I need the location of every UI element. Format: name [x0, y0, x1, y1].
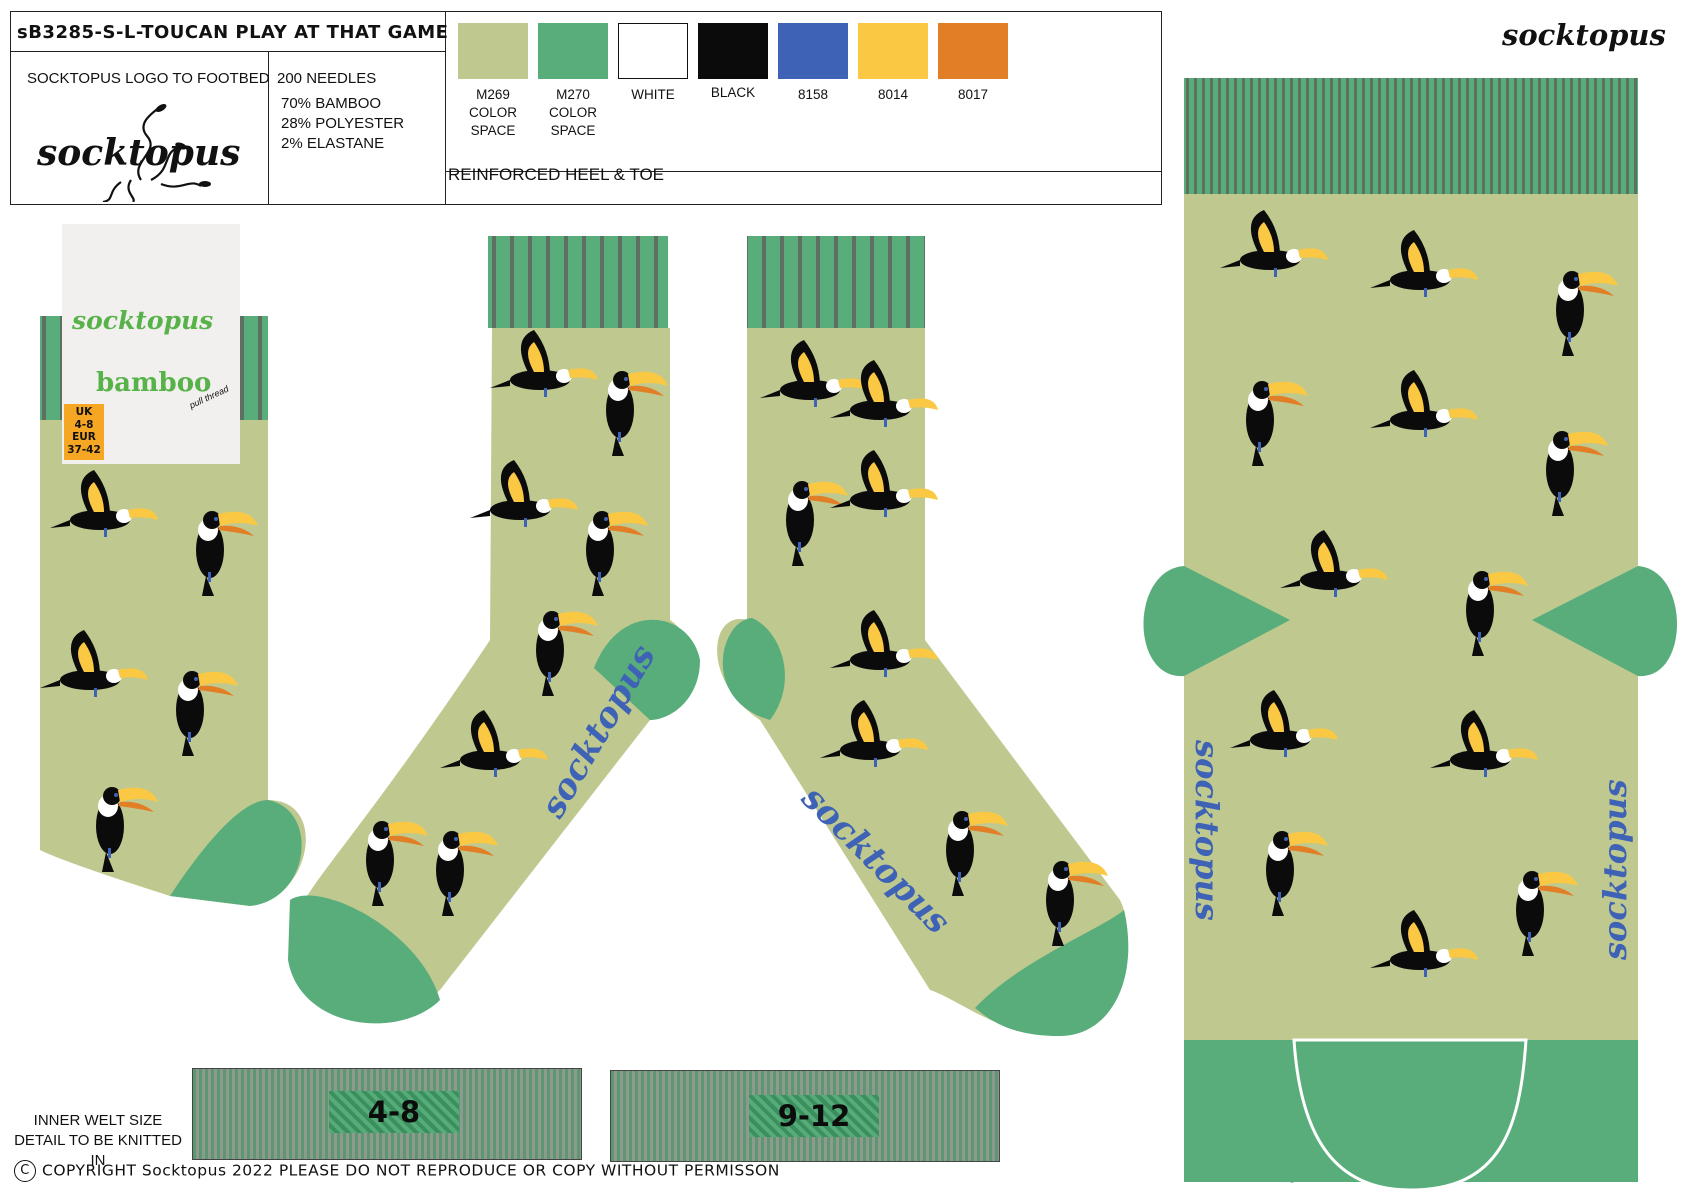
brand-wordmark: socktopus: [1502, 18, 1666, 52]
welt-strip-large: 9-12: [610, 1070, 1000, 1162]
welt-size-label: 4-8: [329, 1091, 459, 1133]
octopus-logo-icon: [102, 104, 211, 202]
footbed-logo: socktopus: [1188, 739, 1226, 921]
welt-strip-small: 4-8: [192, 1068, 582, 1160]
swatch-white: [618, 23, 688, 79]
logo-cell: SOCKTOPUS LOGO TO FOOTBED socktopus: [11, 52, 270, 204]
swatch-m269: [458, 23, 528, 79]
copyright-icon: C: [14, 1160, 36, 1182]
fabric-bamboo: 70% BAMBOO: [281, 95, 382, 112]
right-sock: socktopus: [717, 236, 1129, 1036]
swatch-label: WHITE: [631, 87, 675, 102]
package-brand: socktopus: [72, 306, 214, 335]
package-line: bamboo: [96, 368, 212, 398]
swatch-label: 8014: [877, 87, 909, 102]
needles-cell: 200 NEEDLES 70% BAMBOO 28% POLYESTER 2% …: [269, 52, 446, 204]
footbed-logo: socktopus: [1596, 779, 1634, 961]
swatch-8017: [938, 23, 1008, 79]
swatch-8014: [858, 23, 928, 79]
swatch-black: [698, 23, 768, 79]
swatch-label: BLACK: [710, 85, 756, 100]
flat-knit-layout: socktopus socktopus: [1143, 78, 1677, 1192]
logo-placement-label: SOCKTOPUS LOGO TO FOOTBED: [27, 70, 270, 87]
needle-count: 200 NEEDLES: [277, 70, 377, 87]
spec-table: sB3285-S-L-TOUCAN PLAY AT THAT GAME SOCK…: [10, 11, 1162, 205]
welt-note: INNER WELT SIZE DETAIL TO BE KNITTED IN: [14, 1112, 182, 1169]
swatch-8158: [778, 23, 848, 79]
logo-wordmark: socktopus: [37, 132, 241, 174]
swatch-label: 8017: [957, 87, 989, 102]
fabric-elastane: 2% ELASTANE: [281, 135, 385, 152]
fabric-polyester: 28% POLYESTER: [281, 115, 405, 132]
design-title: sB3285-S-L-TOUCAN PLAY AT THAT GAME: [11, 12, 448, 52]
left-sock: socktopus: [288, 236, 700, 1024]
welt-size-label: 9-12: [749, 1095, 879, 1137]
swatch-m270: [538, 23, 608, 79]
swatch-label: 8158: [797, 87, 829, 102]
reinforced-note: REINFORCED HEEL & TOE: [448, 165, 665, 184]
